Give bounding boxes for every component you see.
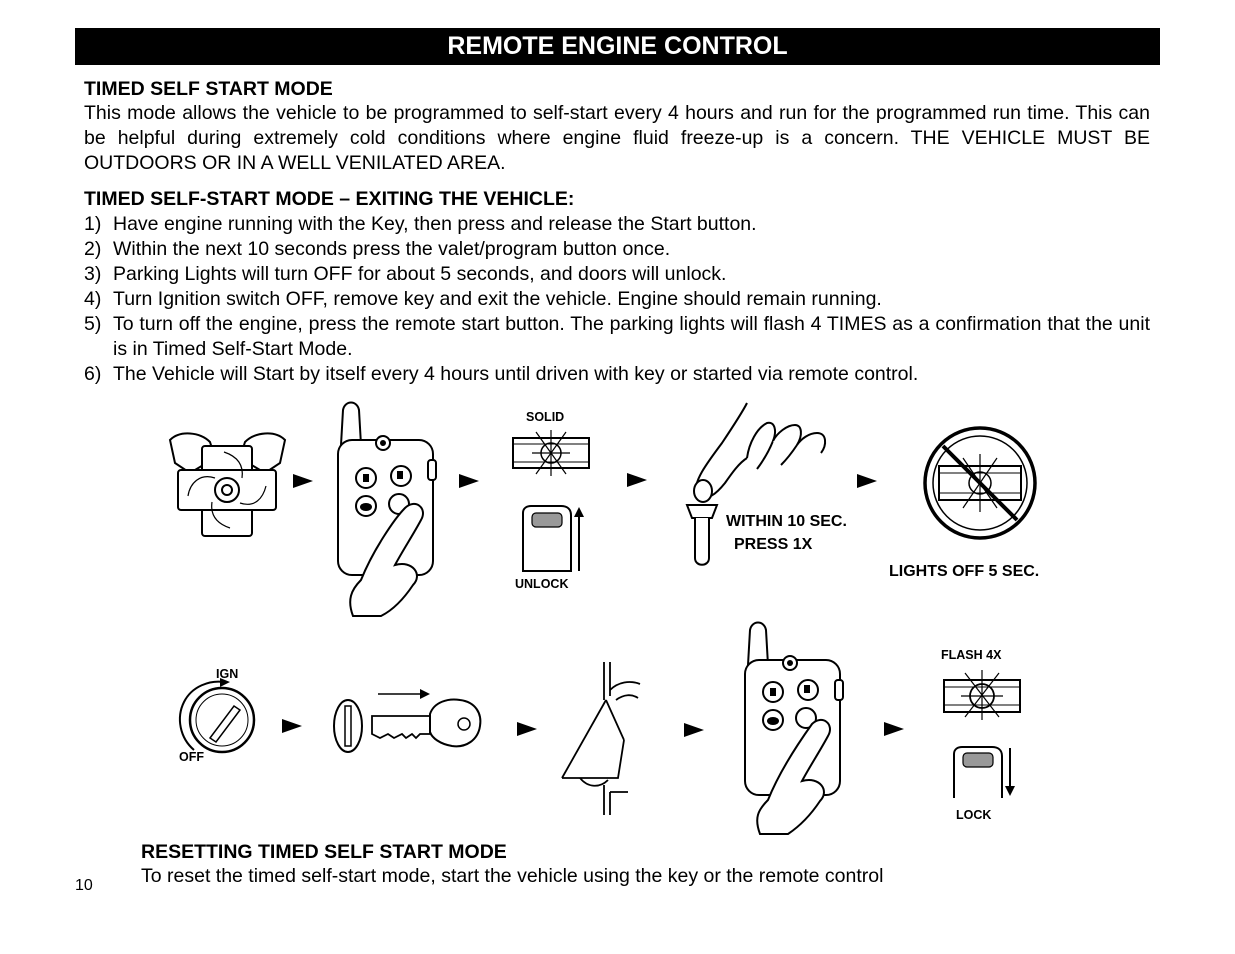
page-number: 10 bbox=[75, 877, 93, 894]
list-item: 4)Turn Ignition switch OFF, remove key a… bbox=[84, 288, 882, 310]
finger-press-valet-icon bbox=[685, 402, 827, 566]
arrow-right-icon bbox=[282, 719, 302, 733]
parking-light-flash-icon bbox=[943, 670, 1021, 720]
arrow-right-icon bbox=[857, 474, 877, 488]
arrow-right-icon bbox=[517, 722, 537, 736]
list-item: 6)The Vehicle will Start by itself every… bbox=[84, 363, 919, 385]
list-item: 3)Parking Lights will turn OFF for about… bbox=[84, 263, 727, 285]
section-heading-timed-self-start: TIMED SELF START MODE bbox=[84, 78, 333, 100]
page-title-banner: REMOTE ENGINE CONTROL bbox=[75, 28, 1160, 65]
arrow-right-icon bbox=[627, 473, 647, 487]
arrow-right-icon bbox=[884, 722, 904, 736]
section-heading-resetting: RESETTING TIMED SELF START MODE bbox=[141, 841, 507, 863]
arrow-right-icon bbox=[684, 723, 704, 737]
remote-with-finger-icon bbox=[337, 401, 437, 617]
solid-label: SOLID bbox=[526, 410, 565, 424]
press-1x-label: PRESS 1X bbox=[734, 536, 813, 553]
within-10-sec-label: WITHIN 10 SEC. bbox=[726, 513, 847, 530]
off-label: OFF bbox=[179, 750, 204, 764]
engine-fan-icon bbox=[168, 432, 287, 537]
list-item: 5)To turn off the engine, press the remo… bbox=[84, 313, 1150, 360]
ignition-switch-icon bbox=[178, 678, 256, 754]
list-item: 2)Within the next 10 seconds press the v… bbox=[84, 238, 671, 260]
lock-label: LOCK bbox=[956, 808, 992, 822]
section-body-resetting: To reset the timed self-start mode, star… bbox=[141, 865, 884, 887]
remote-with-finger-icon bbox=[744, 621, 844, 835]
steps-list: 1)Have engine running with the Key, then… bbox=[84, 212, 1150, 387]
page-title: REMOTE ENGINE CONTROL bbox=[447, 32, 788, 60]
section-heading-exiting: TIMED SELF-START MODE – EXITING THE VEHI… bbox=[84, 188, 575, 210]
unlock-label: UNLOCK bbox=[515, 577, 569, 591]
arrow-right-icon bbox=[293, 474, 313, 488]
list-item: 1)Have engine running with the Key, then… bbox=[84, 213, 757, 235]
ign-label: IGN bbox=[216, 667, 239, 681]
key-removal-icon bbox=[333, 689, 482, 753]
lights-off-prohibited-icon bbox=[923, 426, 1037, 540]
flash-4x-label: FLASH 4X bbox=[941, 648, 1002, 662]
arrow-right-icon bbox=[459, 474, 479, 488]
door-unlock-icon bbox=[522, 505, 584, 572]
car-door-open-icon bbox=[561, 662, 641, 815]
door-lock-icon bbox=[953, 746, 1015, 798]
lights-off-label: LIGHTS OFF 5 SEC. bbox=[889, 563, 1040, 580]
parking-light-solid-icon bbox=[512, 430, 590, 476]
section-body-timed-self-start: This mode allows the vehicle to be progr… bbox=[84, 102, 1150, 174]
